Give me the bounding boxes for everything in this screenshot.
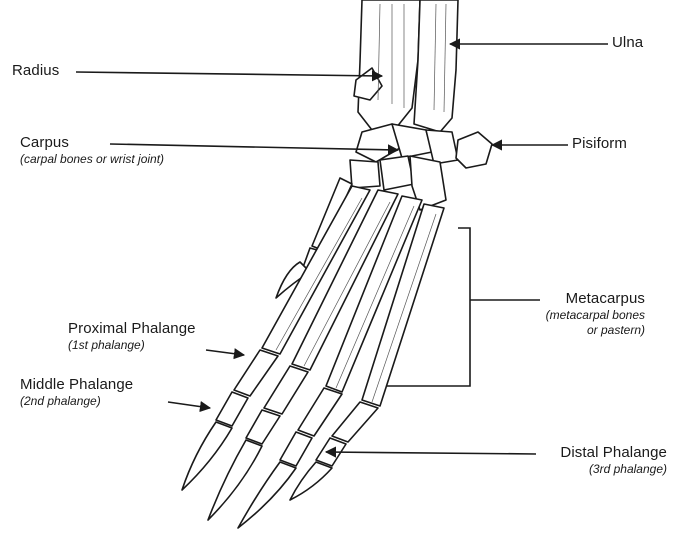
ulna-label: Ulna: [612, 34, 643, 51]
carpal-bone: [350, 160, 380, 188]
carpal-bone: [426, 130, 458, 164]
distal-phalange-label: Distal Phalange: [560, 444, 667, 461]
middle-phalanx: [216, 392, 248, 426]
proximal-phalange-sublabel: (1st phalange): [68, 338, 145, 352]
metacarpus-label: Metacarpus: [566, 290, 645, 307]
pisiform-label: Pisiform: [572, 135, 627, 152]
middle-phalanx: [246, 410, 280, 444]
middle-phalange-label: Middle Phalange: [20, 376, 133, 393]
distal-phalange-leader: [326, 452, 536, 454]
radius-bone: [358, 0, 420, 130]
proximal-phalanx: [332, 402, 378, 442]
proximal-phalanx: [298, 388, 342, 436]
carpus-sublabel: (carpal bones or wrist joint): [20, 152, 164, 166]
bone-illustration: [182, 0, 492, 528]
proximal-phalange-label: Proximal Phalange: [68, 320, 196, 337]
radius-label: Radius: [12, 62, 59, 79]
proximal-phalanx: [264, 366, 308, 414]
distal-phalange-sublabel: (3rd phalange): [589, 462, 667, 476]
carpus-leader: [110, 144, 398, 150]
carpal-bone: [392, 124, 432, 158]
proximal-phalange-leader: [206, 350, 244, 355]
radius-leader: [76, 72, 382, 76]
pisiform-bone: [456, 132, 492, 168]
metacarpus-sublabel-line2: or pastern): [587, 323, 645, 337]
middle-phalange-leader: [168, 402, 210, 408]
middle-phalange-sublabel: (2nd phalange): [20, 394, 101, 408]
middle-phalanx: [280, 432, 312, 466]
metacarpus-sublabel-line1: (metacarpal bones: [546, 308, 645, 322]
carpus-label: Carpus: [20, 134, 69, 151]
proximal-phalanx: [234, 350, 278, 396]
carpal-bone: [380, 156, 414, 190]
